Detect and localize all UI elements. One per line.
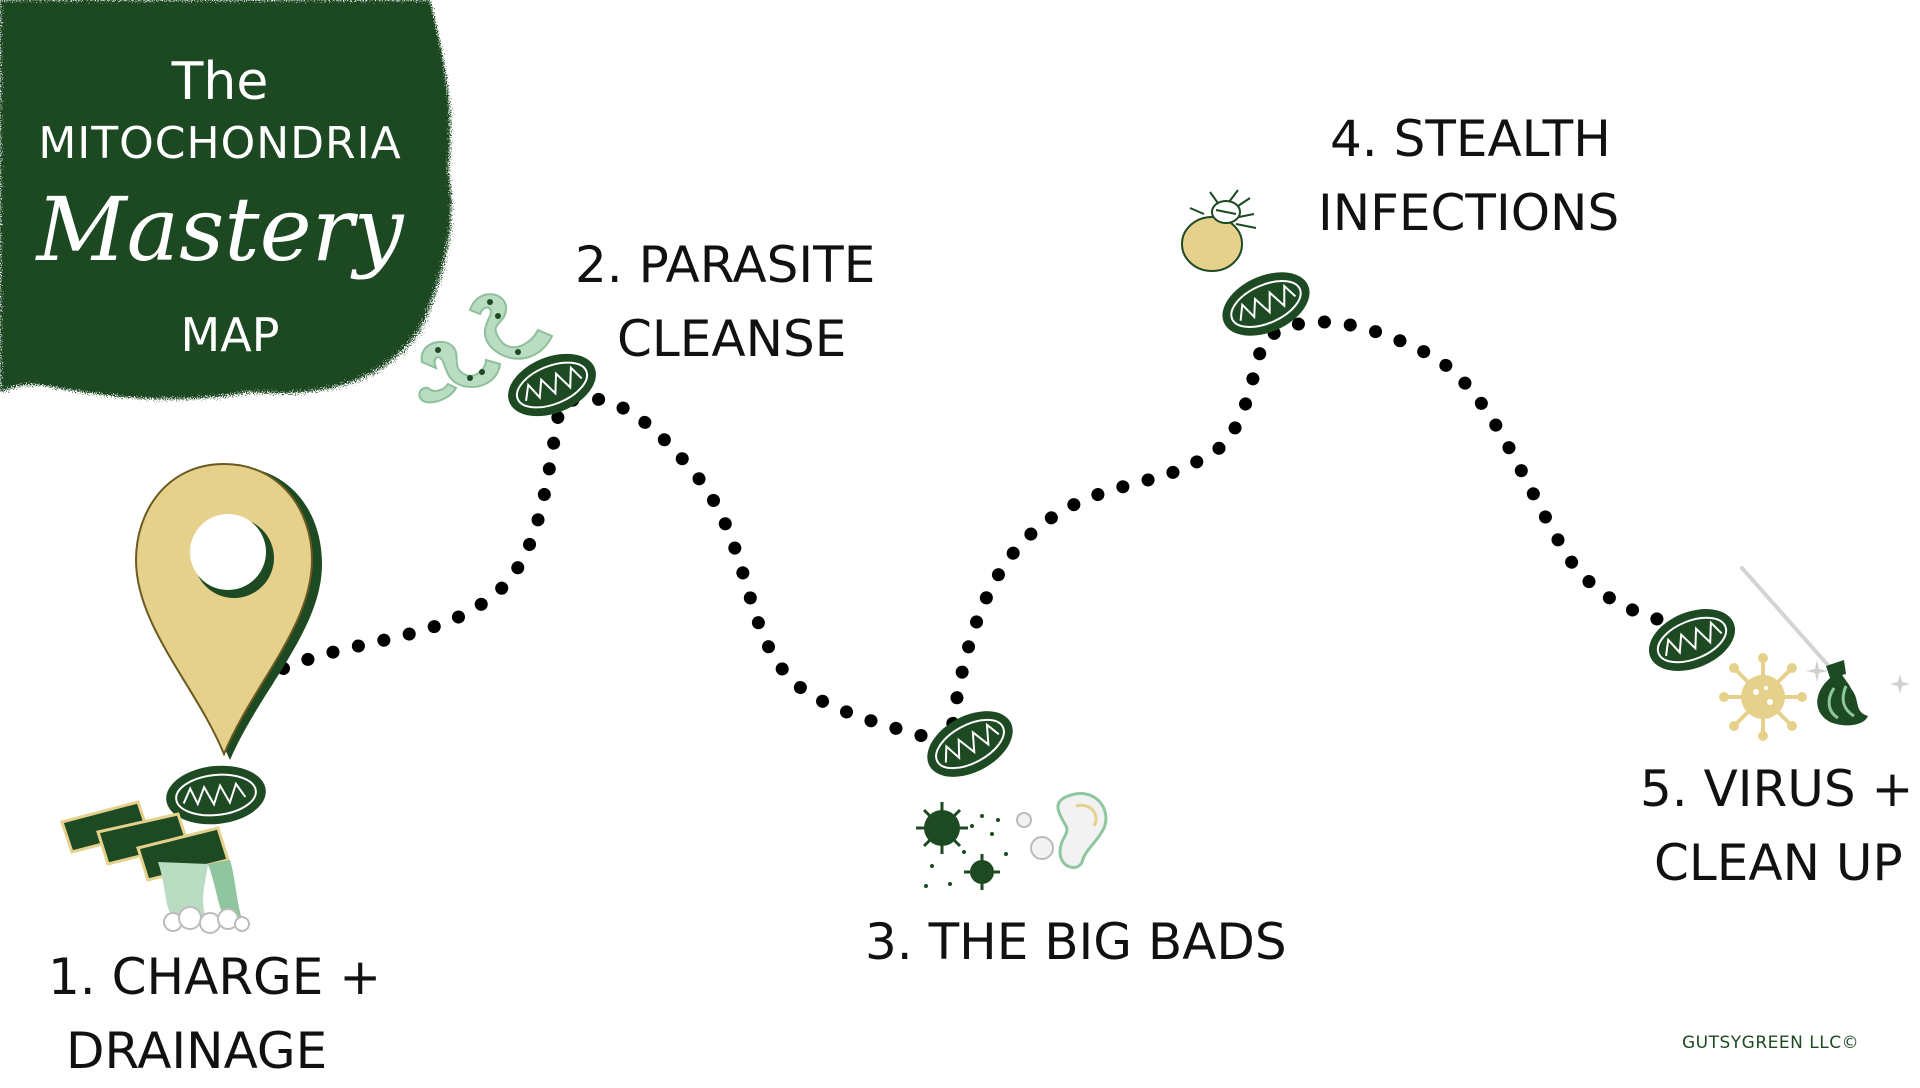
step-1-line-2: DRAINAGE (48, 1014, 381, 1088)
step-2-line-2: CLEANSE (575, 302, 875, 376)
mop-icon (1734, 562, 1900, 738)
step-4-label: 4. STEALTH INFECTIONS (1318, 102, 1619, 250)
sparkle-icon (1806, 660, 1828, 682)
step-1-label: 1. CHARGE + DRAINAGE (48, 940, 381, 1088)
mold-spore-icon (1012, 782, 1112, 872)
step-2-label: 2. PARASITE CLEANSE (575, 228, 875, 376)
parasite-worm-icon (408, 276, 558, 406)
drainage-pipes-icon (58, 792, 248, 932)
step-5-line-1: 5. VIRUS + (1640, 752, 1913, 826)
step-5-line-2: CLEAN UP (1640, 826, 1913, 900)
step-3-label: 3. THE BIG BADS (865, 905, 1287, 979)
copyright-credit: GUTSYGREEN LLC© (1682, 1033, 1859, 1053)
step-1-line-1: 1. CHARGE + (48, 940, 381, 1014)
step-3-line-1: 3. THE BIG BADS (865, 905, 1287, 979)
sparkle-icon (1890, 674, 1910, 694)
map-pin-icon (130, 460, 330, 770)
step-5-label: 5. VIRUS + CLEAN UP (1640, 752, 1913, 900)
step-4-line-1: 4. STEALTH (1318, 102, 1619, 176)
mitochondria-icon (920, 704, 1020, 784)
step-4-line-2: INFECTIONS (1318, 176, 1619, 250)
mitochondria-icon (1216, 264, 1316, 344)
step-2-line-1: 2. PARASITE (575, 228, 875, 302)
tick-icon (1176, 184, 1266, 274)
